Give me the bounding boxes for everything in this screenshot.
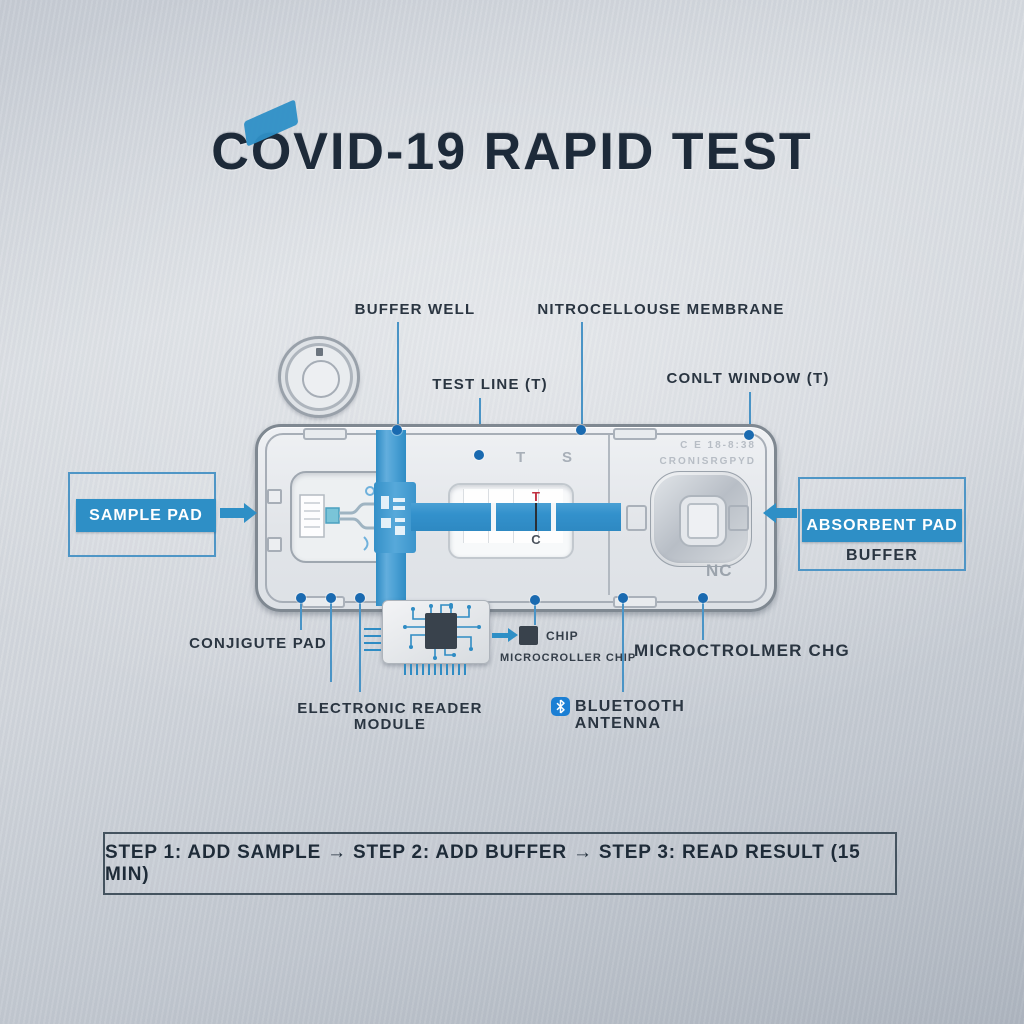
sample-pad-bar: SAMPLE PAD [76, 499, 216, 532]
arrow-left-icon [776, 508, 797, 518]
callout-line [749, 392, 751, 435]
callout-line [702, 602, 704, 640]
label-nitrocellouse-membrane: NITROCELLOUSE MEMBRANE [537, 301, 785, 318]
label-bluetooth-line1: BLUETOOTH [574, 697, 686, 715]
arrow-right-icon [508, 628, 518, 642]
case-serial-line2: CRONISRGPYD [659, 456, 756, 467]
callout-dot [744, 430, 754, 440]
label-electronic-reader-line1: ELECTRONIC READER [297, 700, 483, 717]
cassette-clip [613, 428, 657, 440]
strip-print-mark [381, 496, 389, 509]
callout-line [581, 322, 583, 430]
label-electronic-reader-line2: MODULE [353, 716, 427, 733]
chip-pins-icon [404, 664, 466, 675]
callout-line [300, 602, 302, 630]
cassette-side-tab [267, 537, 282, 552]
chip-square-icon [519, 626, 538, 645]
callout-dot [355, 593, 365, 603]
vial-cap-top-icon [316, 348, 323, 356]
strip-print-mark [381, 518, 391, 528]
label-microcroller-chip: MICROCROLLER CHIP [500, 652, 637, 664]
strip-print-mark [393, 498, 405, 502]
absorbent-pad-box: ABSORBENT PAD BUFFER [798, 477, 966, 571]
callout-dot [296, 593, 306, 603]
control-line-letter: C [531, 532, 541, 547]
case-detail-square [728, 505, 749, 531]
callout-line [330, 602, 332, 682]
callout-dot [474, 450, 484, 460]
electronic-reader-module [382, 600, 490, 664]
sample-chamber [290, 471, 398, 563]
arrow-right-icon [492, 633, 508, 638]
vial-cap-inner-ring [302, 360, 340, 398]
microcontroller-chip-icon [403, 603, 481, 660]
page-title: COVID-19 RAPID TEST [211, 123, 813, 181]
arrow-right-icon [244, 503, 257, 523]
label-chip: CHIP [546, 629, 579, 643]
test-line-letter: T [532, 489, 540, 504]
sample-pad-box: SAMPLE PAD [68, 472, 216, 557]
callout-dot [618, 593, 628, 603]
label-buffer: BUFFER [845, 547, 919, 564]
case-nc-mark: NC [706, 561, 733, 580]
callout-dot [698, 593, 708, 603]
cassette-side-tab [267, 489, 282, 504]
absorbent-pad-button [650, 471, 752, 567]
conjugate-pad-block [374, 482, 416, 553]
label-conlt-window: CONLT WINDOW (T) [666, 370, 830, 387]
case-serial-line1: C E 18-8:38 [680, 440, 756, 451]
strip-segment-gap [551, 503, 556, 531]
label-conjigute-pad: CONJIGUTE PAD [189, 635, 327, 652]
window-cells-top [463, 489, 563, 503]
callout-line [397, 322, 399, 430]
callout-dot [576, 425, 586, 435]
test-strip-band [411, 503, 621, 531]
absorbent-pad-bar: ABSORBENT PAD [802, 509, 962, 542]
steps-instruction-bar: STEP 1: ADD SAMPLE → STEP 2: ADD BUFFER … [103, 832, 897, 895]
callout-dot [326, 593, 336, 603]
label-bluetooth-line2: ANTENNA [574, 715, 662, 732]
strip-segment-gap [491, 503, 496, 531]
label-microctrolmer: MICROCTROLMER CHG [634, 641, 850, 660]
strip-print-mark [395, 526, 405, 535]
arrow-right-icon [220, 508, 244, 518]
case-letter-t: T [516, 449, 526, 466]
case-letter-s: S [562, 449, 573, 466]
label-buffer-well: BUFFER WELL [354, 301, 476, 318]
chip-pins-icon [364, 624, 381, 651]
window-cells-bottom [463, 531, 563, 543]
microfluidic-circuit-icon [299, 486, 393, 551]
cassette-clip [303, 428, 347, 440]
absorbent-pad-center [679, 495, 727, 547]
bluetooth-icon [550, 697, 570, 716]
case-detail-square [626, 505, 647, 531]
callout-line [622, 602, 624, 692]
strip-print-mark [395, 518, 405, 522]
label-test-line: TEST LINE (T) [432, 376, 548, 393]
test-cassette: T C T S C E 18-8:38 CRONISRGPYD NC [255, 424, 777, 612]
callout-dot [392, 425, 402, 435]
callout-line [359, 602, 361, 692]
bluetooth-label-row: BLUETOOTH [550, 697, 686, 716]
strip-print-mark [393, 506, 405, 510]
cassette-clip [301, 596, 345, 608]
test-line-mark [535, 503, 537, 531]
callout-line [534, 603, 536, 625]
arrow-left-icon [763, 503, 776, 523]
buffer-vial-cap [278, 336, 360, 418]
callout-dot [530, 595, 540, 605]
